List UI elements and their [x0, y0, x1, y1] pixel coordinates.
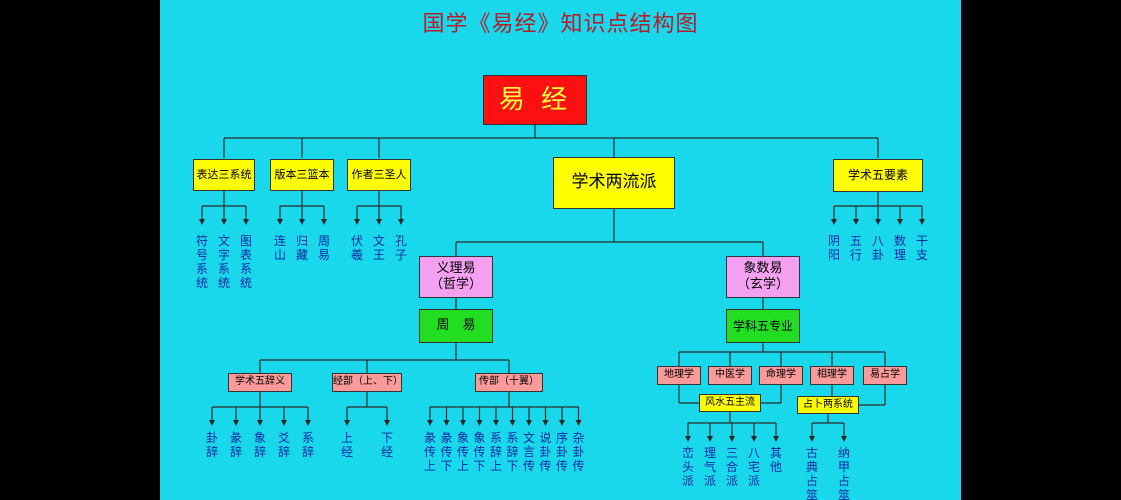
arrow-head-2 — [243, 219, 249, 225]
leaf-text: 文字系统 — [217, 234, 230, 290]
arrow-head-14 — [209, 420, 215, 426]
node-fengshui: 风水五主流 — [699, 394, 761, 412]
arrow-head-25 — [493, 420, 499, 426]
arrow-head-15 — [233, 420, 239, 426]
leaf-text: 数理 — [893, 234, 906, 262]
node-five-elements: 学术五要素 — [833, 159, 923, 192]
node-fate: 命理学 — [759, 366, 803, 385]
node-divination-study: 易占学 — [863, 366, 907, 385]
root-node: 易 经 — [483, 75, 587, 125]
node-yili: 义理易 （哲学） — [419, 256, 493, 298]
leaf-text: 系辞上 — [489, 431, 502, 473]
node-five-majors: 学科五专业 — [726, 309, 800, 343]
node-xiangshu: 象数易 （玄学） — [726, 256, 800, 298]
leaf-text: 彖传下 — [440, 431, 453, 473]
arrow-head-0 — [199, 219, 205, 225]
leaf-text: 归藏 — [295, 234, 308, 262]
leaf-text: 符号系统 — [195, 234, 208, 290]
leaf-text: 八卦 — [871, 234, 884, 262]
leaf-text: 五行 — [849, 234, 862, 262]
page-title: 国学《易经》知识点结构图 — [422, 12, 699, 37]
leaf-text: 文言传 — [522, 431, 535, 473]
arrow-head-37 — [841, 436, 847, 442]
leaf-text: 纳甲占筮 — [837, 446, 850, 500]
arrow-head-1 — [221, 219, 227, 225]
leaf-text: 象传下 — [473, 431, 486, 473]
leaf-text: 干支 — [915, 234, 928, 262]
leaf-text: 三合派 — [725, 446, 738, 488]
node-two-schools: 学术两流派 — [553, 157, 675, 209]
arrow-head-11 — [875, 219, 881, 225]
leaf-text: 孔子 — [394, 234, 407, 262]
leaf-text: 卦辞 — [205, 431, 218, 459]
arrow-head-34 — [751, 436, 757, 442]
arrow-head-30 — [575, 420, 582, 426]
leaf-text: 图表系统 — [239, 234, 252, 290]
arrow-head-12 — [897, 219, 903, 225]
node-commentary-part: 传部（十翼） — [475, 373, 543, 392]
leaf-text: 系辞下 — [506, 431, 519, 473]
arrow-head-27 — [526, 420, 532, 426]
leaf-text: 上经 — [340, 431, 353, 459]
node-classic-part: 经部（上、下） — [332, 373, 403, 392]
leaf-text: 序卦传 — [555, 431, 568, 473]
leaf-text: 峦头派 — [681, 446, 694, 488]
arrow-head-26 — [509, 420, 516, 426]
arrow-head-17 — [281, 420, 287, 426]
arrow-head-18 — [305, 420, 311, 426]
leaf-text: 阴阳 — [827, 234, 840, 262]
leaf-text: 伏羲 — [350, 234, 363, 262]
leaf-text: 理气派 — [703, 446, 716, 488]
node-medicine: 中医学 — [708, 366, 752, 385]
arrow-head-19 — [344, 420, 350, 426]
leaf-text: 系辞 — [301, 431, 314, 459]
arrow-head-21 — [427, 420, 433, 426]
node-geography: 地理学 — [657, 366, 701, 385]
arrow-head-16 — [257, 420, 263, 426]
arrow-head-24 — [476, 420, 483, 426]
arrow-head-3 — [277, 219, 283, 225]
arrow-head-32 — [707, 436, 713, 442]
leaf-text: 彖辞 — [229, 431, 242, 459]
arrow-head-31 — [685, 436, 691, 442]
arrow-head-23 — [460, 420, 466, 426]
leaf-text: 其他 — [769, 446, 782, 474]
node-physiognomy: 相理学 — [810, 366, 854, 385]
node-versions: 版本三篮本 — [270, 159, 334, 191]
arrow-head-28 — [542, 420, 549, 426]
arrow-head-5 — [321, 219, 327, 225]
arrow-head-10 — [853, 219, 859, 225]
arrow-head-7 — [376, 219, 382, 225]
leaf-text: 文王 — [372, 234, 385, 262]
arrow-head-13 — [919, 219, 925, 225]
leaf-text: 杂卦传 — [572, 431, 585, 473]
leaf-text: 象辞 — [253, 431, 266, 459]
arrow-head-22 — [443, 420, 450, 426]
arrow-head-6 — [354, 219, 360, 225]
arrow-head-4 — [299, 219, 305, 225]
leaf-text: 连山 — [273, 234, 286, 262]
leaf-text: 象传上 — [456, 431, 469, 473]
node-authors: 作者三圣人 — [347, 159, 411, 191]
diagram-canvas: 国学《易经》知识点结构图 易 经 表达三系统 版本三篮本 作者三圣人 学术两流派… — [160, 0, 961, 500]
arrow-head-8 — [398, 219, 404, 225]
leaf-text: 说卦传 — [539, 431, 552, 473]
node-divination-systems: 占卜两系统 — [797, 396, 859, 414]
leaf-text: 彖传上 — [423, 431, 436, 473]
node-expression-systems: 表达三系统 — [193, 159, 255, 191]
arrow-head-35 — [773, 436, 779, 442]
arrow-head-9 — [831, 219, 837, 225]
leaf-text: 古典占筮 — [805, 446, 818, 500]
arrow-head-20 — [384, 420, 390, 426]
leaf-text: 爻辞 — [277, 431, 290, 459]
node-five-texts: 学术五辞义 — [228, 373, 292, 392]
leaf-text: 八宅派 — [747, 446, 760, 488]
connector-lines — [199, 125, 925, 442]
arrow-head-36 — [809, 436, 815, 442]
arrow-head-29 — [559, 420, 565, 426]
leaf-text: 下经 — [380, 431, 393, 459]
arrow-head-33 — [729, 436, 735, 442]
leaf-text: 周易 — [317, 234, 330, 262]
node-zhouyi: 周 易 — [419, 309, 493, 343]
